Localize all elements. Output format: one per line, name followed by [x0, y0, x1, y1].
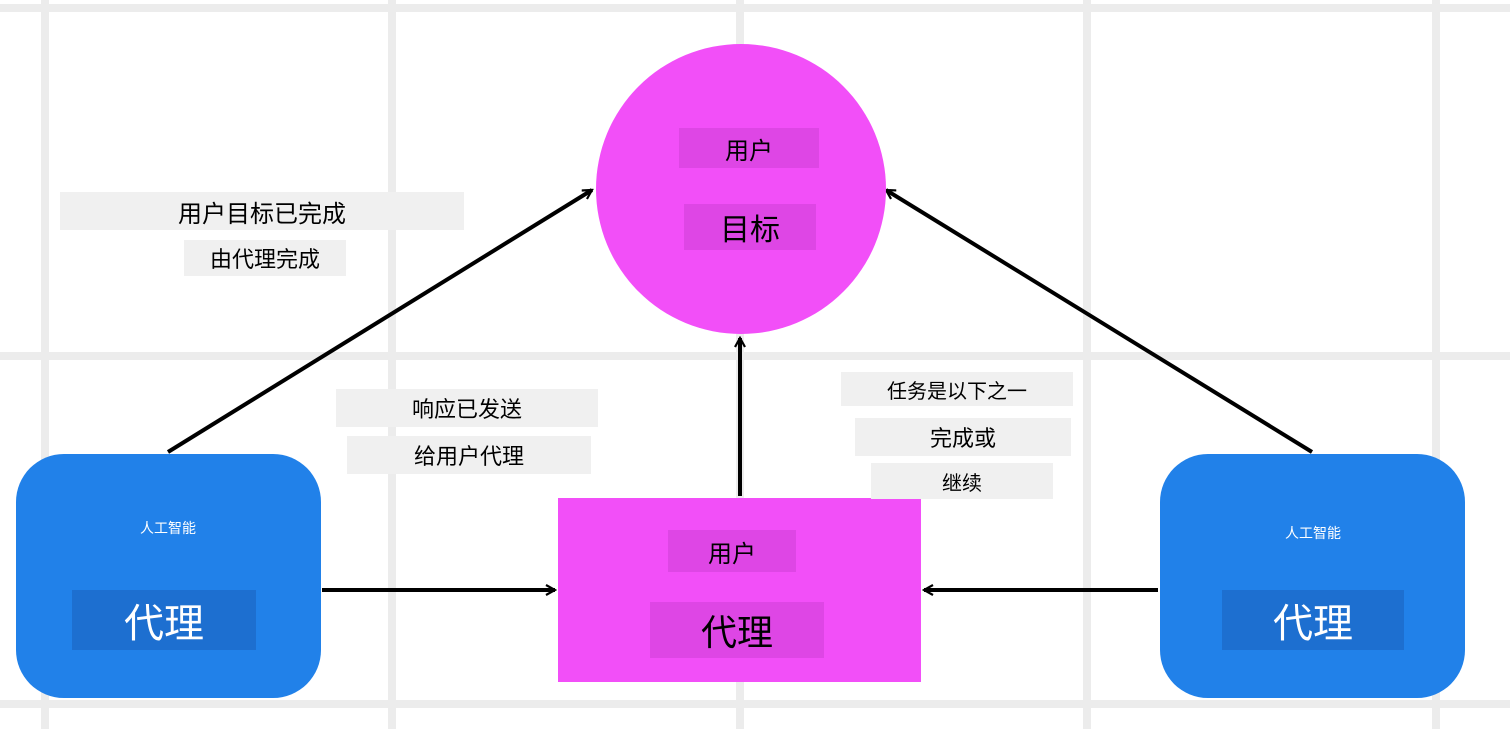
ai-agent-left-node: 人工智能 代理 [16, 454, 321, 698]
user-goal-line2: 目标 [684, 204, 816, 250]
ai-agent-left-line1: 人工智能 [140, 521, 196, 537]
user-agent-line2: 代理 [650, 602, 824, 658]
arrow-ai-right-to-goal [886, 188, 1314, 454]
ai-agent-right-line1: 人工智能 [1285, 526, 1341, 542]
label-task-status-line3: 继续 [871, 463, 1053, 499]
ai-agent-right-line2: 代理 [1222, 590, 1404, 650]
label-response-sent-line1: 响应已发送 [336, 389, 598, 427]
user-goal-line1: 用户 [679, 128, 819, 168]
arrow-ai-left-to-goal [166, 188, 592, 454]
ai-agent-left-line2: 代理 [72, 590, 256, 650]
label-response-sent-line2: 给用户代理 [347, 436, 591, 474]
label-task-status-line1: 任务是以下之一 [841, 372, 1073, 406]
user-agent-line1: 用户 [668, 530, 796, 572]
ai-agent-right-node: 人工智能 代理 [1160, 454, 1465, 698]
user-agent-node: 用户 代理 [558, 498, 921, 682]
label-task-status-line2: 完成或 [855, 418, 1071, 456]
label-goal-completed-line2: 由代理完成 [184, 240, 346, 276]
user-goal-node: 用户 目标 [596, 44, 886, 334]
label-goal-completed-line1: 用户目标已完成 [60, 192, 464, 230]
